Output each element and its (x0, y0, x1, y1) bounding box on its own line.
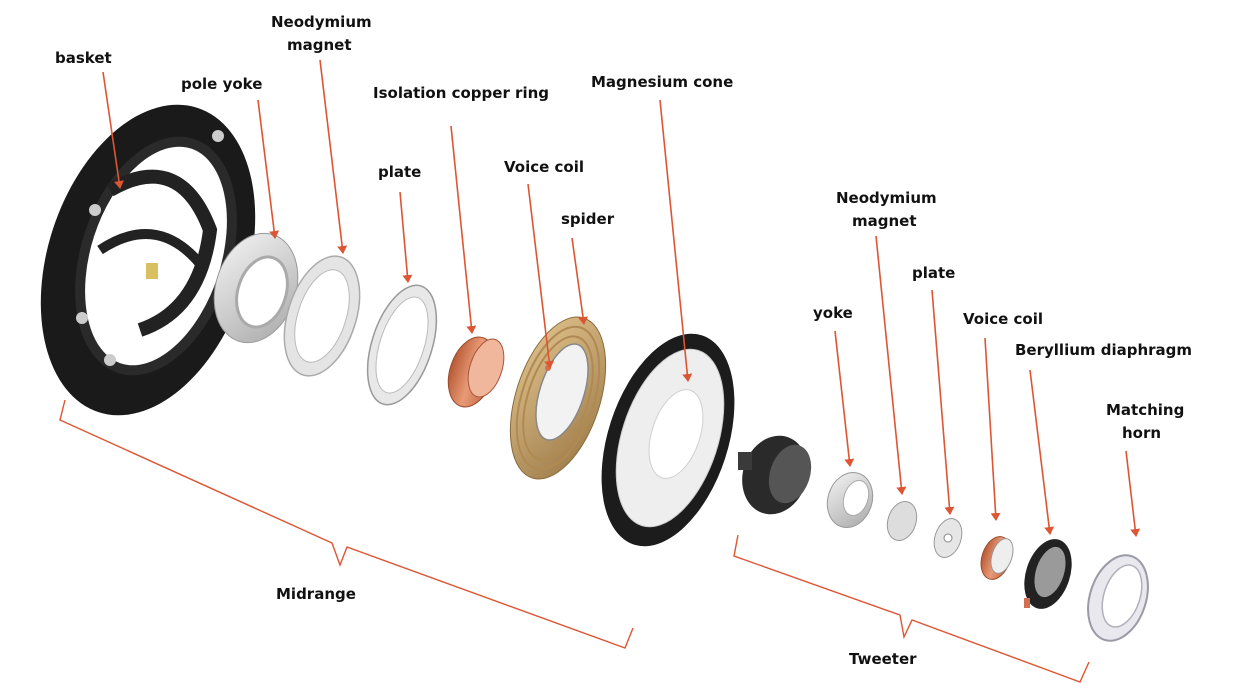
arrow-beryllium-diaphragm (1029, 369, 1055, 535)
voice-coil-tw-part (980, 536, 1014, 580)
arrow-spider (571, 237, 588, 325)
arrow-copper-ring (450, 125, 477, 334)
brace-midrange (59, 399, 634, 649)
arrow-voice-coil-tw (984, 337, 1001, 521)
label-midrange-group: Midrange (276, 585, 356, 603)
label-neodymium-magnet-mid-line2: magnet (287, 36, 352, 54)
label-isolation-copper-ring: Isolation copper ring (373, 84, 549, 102)
label-voice-coil-mid: Voice coil (504, 158, 584, 176)
plate-mid-part (366, 284, 438, 406)
label-voice-coil-tw: Voice coil (963, 310, 1043, 328)
leader-arrows (102, 59, 1141, 537)
arrow-neodymium-magnet-tw (875, 235, 907, 495)
brace-tweeter (733, 534, 1090, 683)
arrow-matching-horn (1125, 450, 1141, 537)
arrow-neodymium-magnet-mid (319, 59, 348, 254)
plate-tw-part (933, 518, 963, 558)
magnesium-cone-part (601, 333, 735, 547)
pole-yoke-part (213, 232, 299, 344)
neodymium-magnet-tw-part (886, 500, 918, 542)
arrow-plate-mid (399, 191, 413, 283)
arrow-plate-tw (931, 289, 955, 515)
label-yoke: yoke (813, 304, 853, 322)
arrow-basket (102, 71, 124, 189)
arrow-pole-yoke (257, 99, 280, 239)
matching-horn-part (1087, 554, 1149, 642)
label-plate-tw: plate (912, 264, 955, 282)
label-neodymium-magnet-tw-line2: magnet (852, 212, 917, 230)
basket-part (40, 104, 256, 416)
label-neodymium-magnet-mid-line1: Neodymium (271, 13, 372, 31)
label-plate-mid: plate (378, 163, 421, 181)
label-matching-horn-line2: horn (1122, 424, 1161, 442)
label-pole-yoke: pole yoke (181, 75, 262, 93)
label-beryllium-diaphragm: Beryllium diaphragm (1015, 341, 1192, 359)
label-matching-horn-line1: Matching (1106, 401, 1184, 419)
neodymium-magnet-mid-part (283, 255, 361, 377)
label-tweeter-group: Tweeter (849, 650, 917, 668)
arrow-magnesium-cone (659, 99, 693, 382)
label-neodymium-magnet-tw-line1: Neodymium (836, 189, 937, 207)
arrow-yoke (834, 330, 855, 467)
isolation-copper-ring-part (447, 336, 505, 408)
yoke-part (826, 472, 874, 528)
label-basket: basket (55, 49, 112, 67)
arrow-voice-coil-mid (527, 183, 555, 369)
tweeter-basket-part (738, 435, 812, 515)
label-magnesium-cone: Magnesium cone (591, 73, 733, 91)
beryllium-diaphragm-part (1024, 539, 1072, 609)
label-spider: spider (561, 210, 615, 228)
